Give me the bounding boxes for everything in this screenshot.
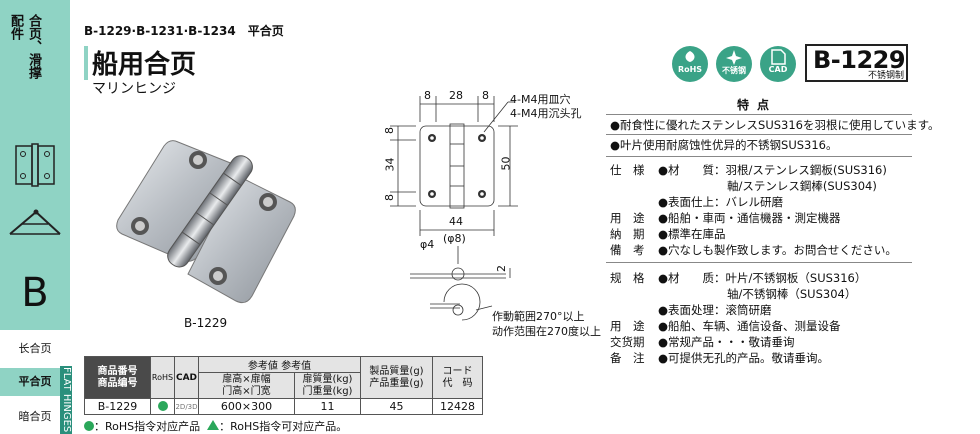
spec-cn-value: ●可提供无孔的产品。敬请垂询。 [658,351,830,365]
page-subtitle: マリンヒンジ [92,81,176,97]
sidebar-item-long-hinge[interactable]: 长合页 [18,342,52,355]
sparkle-icon [726,50,742,65]
spec-cn-value: ●船舶、车辆、通信设备、测量设备 [658,319,841,333]
range-note-jp: 作動範囲270°以上 [492,310,585,323]
dim-thickness: 2 [495,265,508,272]
dim-right-height: 50 [499,156,513,171]
features-divider-top [606,114,912,115]
spec-cn-label: 规 格 [610,271,645,285]
dim-phi-outer: φ4 [420,238,435,251]
feature-item-jp: ●耐食性に優れたステンレスSUS316を羽根に使用しています。 [610,118,940,132]
rohs-icon [685,51,695,62]
spec-jp-label: 仕 様 [610,163,645,177]
spec-cn-value: ●材 质：叶片/不锈钢板（SUS316） [658,271,867,285]
title-accent-bar [84,46,88,80]
features-title: 特点 [737,98,778,112]
hole-note-cn: 4-M4用沉头孔 [510,107,582,120]
footnote: ：RoHS指令对应产品 ：RoHS指令可对应产品。 [84,418,347,434]
th-door-weight: 扉質量(kg)门重量(kg) [294,372,361,399]
spec-cn-value: 轴/不锈钢棒（SUS304） [658,287,857,301]
cell-door-weight: 11 [294,398,361,415]
sidebar-item-concealed-hinge[interactable]: 暗合页 [18,410,52,423]
th-reference: 参考値 参考值 [198,356,361,373]
spec-cn-value: ●表面处理：滚筒研磨 [658,303,772,317]
breadcrumb: B-1229·B-1231·B-1234 平合页 [84,24,284,38]
spec-jp-label: 納 期 [610,227,645,241]
spec-jp-label: 用 途 [610,211,645,225]
category-line-1: 配件 [8,14,23,40]
spec-divider [606,262,912,263]
sidebar-item-flat-hinge[interactable]: 平合页 [0,368,70,396]
dim-top-mid: 28 [449,89,463,102]
dim-left-top: 8 [383,127,396,134]
cad-file-icon [771,49,786,65]
dim-phi-inner: (φ8) [443,232,466,245]
rohs-compliant-icon [157,401,168,411]
spec-cn-label: 用 途 [610,319,645,333]
spec-cn-value: ●常规产品・・・敬请垂询 [658,335,795,349]
th-product-mass: 製品質量(g)产品重量(g) [360,356,433,399]
sidebar-green-panel [0,0,70,330]
spec-jp-label: 備 考 [610,243,645,257]
spec-jp-value: ●船舶・車両・通信機器・測定機器 [658,211,841,225]
features-divider-mid [606,134,912,135]
dim-top-left: 8 [424,89,431,102]
th-cad: CAD [174,356,199,399]
section-letter: B [21,270,49,316]
hole-note-jp: 4-M4用皿穴 [510,93,571,106]
features-divider-bottom [606,156,912,157]
stay-hinge-icon [9,209,61,235]
rohs-compliant-icon [84,421,94,431]
dim-left-mid: 34 [383,157,397,172]
dim-top-right: 8 [482,89,489,102]
rohs-available-icon [207,420,220,430]
technical-drawing [390,96,518,321]
spec-cn-label: 备 注 [610,351,645,365]
spec-jp-value: ●材 質：羽根/ステンレス鋼板(SUS316) [658,163,887,177]
dim-left-bottom: 8 [383,194,396,201]
spec-cn-label: 交货期 [610,335,645,349]
cell-product-mass: 45 [360,398,433,415]
sidebar: 配件 合页、滑撑 B 长合页 平合页 暗合页 FLAT HINGES [0,0,72,434]
spec-table: 商品番号商品编号 RoHS CAD 参考値 参考值 製品質量(g)产品重量(g)… [84,356,483,415]
model-code: B-1229 [813,46,906,74]
th-order-code: コード代 码 [432,356,483,399]
cell-rohs [150,398,175,415]
cell-order-code: 12428 [432,398,483,415]
vertical-section-label: FLAT HINGES [60,366,72,434]
hinge-icon [15,143,55,187]
model-material: 不锈钢制 [867,71,904,81]
feature-item-cn: ●叶片使用耐腐蚀性优异的不锈钢SUS316。 [610,138,838,152]
th-product-code: 商品番号商品编号 [84,356,151,399]
spec-jp-value: ●表面仕上：バレル研磨 [658,195,784,209]
category-line-2: 合页、滑撑 [26,14,41,79]
th-rohs: RoHS [150,356,175,399]
product-photo [116,140,296,304]
cad-badge[interactable]: CAD [760,46,796,82]
category-label: 配件 合页、滑撑 [8,14,62,90]
spec-jp-value: ●穴なしも製作致します。お問合せください。 [658,243,897,257]
cell-code: B-1229 [84,398,151,415]
cell-cad[interactable]: 2D/3D [174,398,199,415]
spec-jp-value: 軸/ステンレス鋼棒(SUS304) [658,179,877,193]
page-title: 船用合页 [92,50,197,80]
stainless-badge: 不锈钢 [716,46,752,82]
table-row[interactable]: B-1229 2D/3D 600×300 11 45 12428 [84,398,483,415]
model-box: B-1229 不锈钢制 [805,44,908,82]
rohs-badge: RoHS [672,46,708,82]
cell-door-size: 600×300 [198,398,295,415]
range-note-cn: 动作范围在270度以上 [492,325,601,338]
product-label: B-1229 [184,316,228,330]
th-door-size: 扉高×扉幅门高×门宽 [198,372,295,399]
spec-jp-value: ●標準在庫品 [658,227,726,241]
dim-bottom-width: 44 [449,215,463,228]
